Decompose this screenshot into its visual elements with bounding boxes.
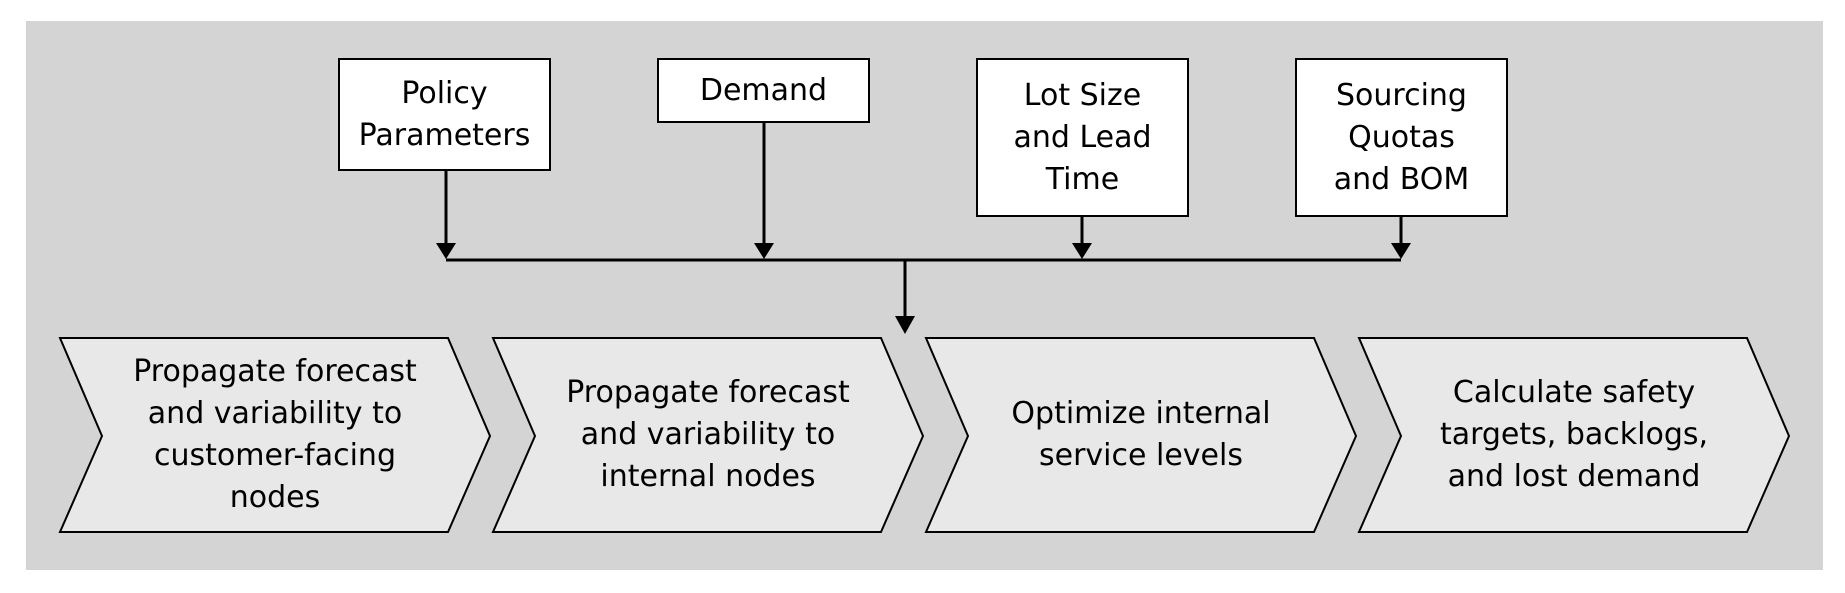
step-2-chevron — [491, 337, 925, 533]
input-sourcing-quotas-bom: Sourcing Quotas and BOM — [1295, 58, 1508, 217]
arrowhead-sourcing — [1391, 243, 1411, 259]
input-policy-parameters: Policy Parameters — [338, 58, 551, 171]
step-4-chevron — [1357, 337, 1791, 533]
main-arrowhead — [895, 316, 915, 334]
input-sourcing-label: Sourcing Quotas and BOM — [1333, 77, 1470, 197]
step-1-label: Propagate forecast and variability to cu… — [133, 354, 417, 515]
step-2-label: Propagate forecast and variability to in… — [566, 375, 850, 494]
input-policy-label: Policy Parameters — [358, 75, 531, 153]
step-4-label: Calculate safety targets, backlogs, and … — [1439, 375, 1709, 494]
input-lot-size-label: Lot Size and Lead Time — [1013, 77, 1152, 197]
step-3-chevron — [924, 337, 1358, 533]
input-lot-size-lead-time: Lot Size and Lead Time — [976, 58, 1189, 217]
input-demand: Demand — [657, 58, 870, 123]
arrowhead-lot-size — [1072, 243, 1092, 259]
input-demand-label: Demand — [699, 72, 828, 108]
arrowhead-policy — [436, 243, 456, 259]
arrowhead-demand — [754, 243, 774, 259]
step-1-chevron — [58, 337, 492, 533]
step-3-label: Optimize internal service levels — [1011, 396, 1271, 473]
